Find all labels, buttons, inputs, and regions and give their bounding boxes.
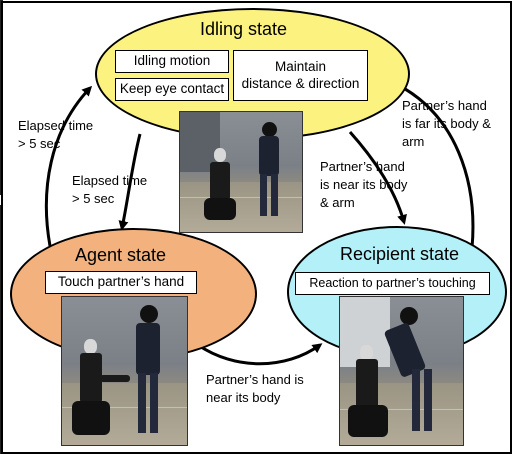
arrow-agent-to-idling-outer xyxy=(44,85,93,247)
label-near-body: Partner’s hand is near its body xyxy=(206,372,304,406)
arrow-agent-to-recipient xyxy=(197,343,323,366)
reaction-to-touching-box: Reaction to partner’s touching xyxy=(295,272,490,295)
agent-state-title: Agent state xyxy=(75,245,167,265)
arrow-idling-to-agent-inner xyxy=(118,133,142,231)
idling-photo xyxy=(179,111,303,233)
touch-partner-hand-box: Touch partner’s hand xyxy=(45,271,197,294)
recipient-state-title: Recipient state xyxy=(340,244,460,264)
keep-eye-contact-box: Keep eye contact xyxy=(115,78,229,101)
label-far-body-arm: Partner’s hand is far its body & arm xyxy=(402,98,491,150)
agent-photo xyxy=(61,296,188,446)
label-near-body-arm: Partner’s hand is near its body & arm xyxy=(320,159,408,211)
arrow-recipient-to-idling xyxy=(395,83,475,249)
arrow-idling-to-recipient xyxy=(348,131,407,225)
label-elapsed-outer: Elapsed time > 5 sec xyxy=(18,118,94,152)
idling-state-title: Idling state xyxy=(200,19,288,39)
label-elapsed-inner: Elapsed time > 5 sec xyxy=(72,173,148,207)
maintain-distance-box: Maintain distance & direction xyxy=(233,50,368,101)
recipient-photo xyxy=(339,296,464,446)
idling-motion-box: Idling motion xyxy=(115,50,229,73)
